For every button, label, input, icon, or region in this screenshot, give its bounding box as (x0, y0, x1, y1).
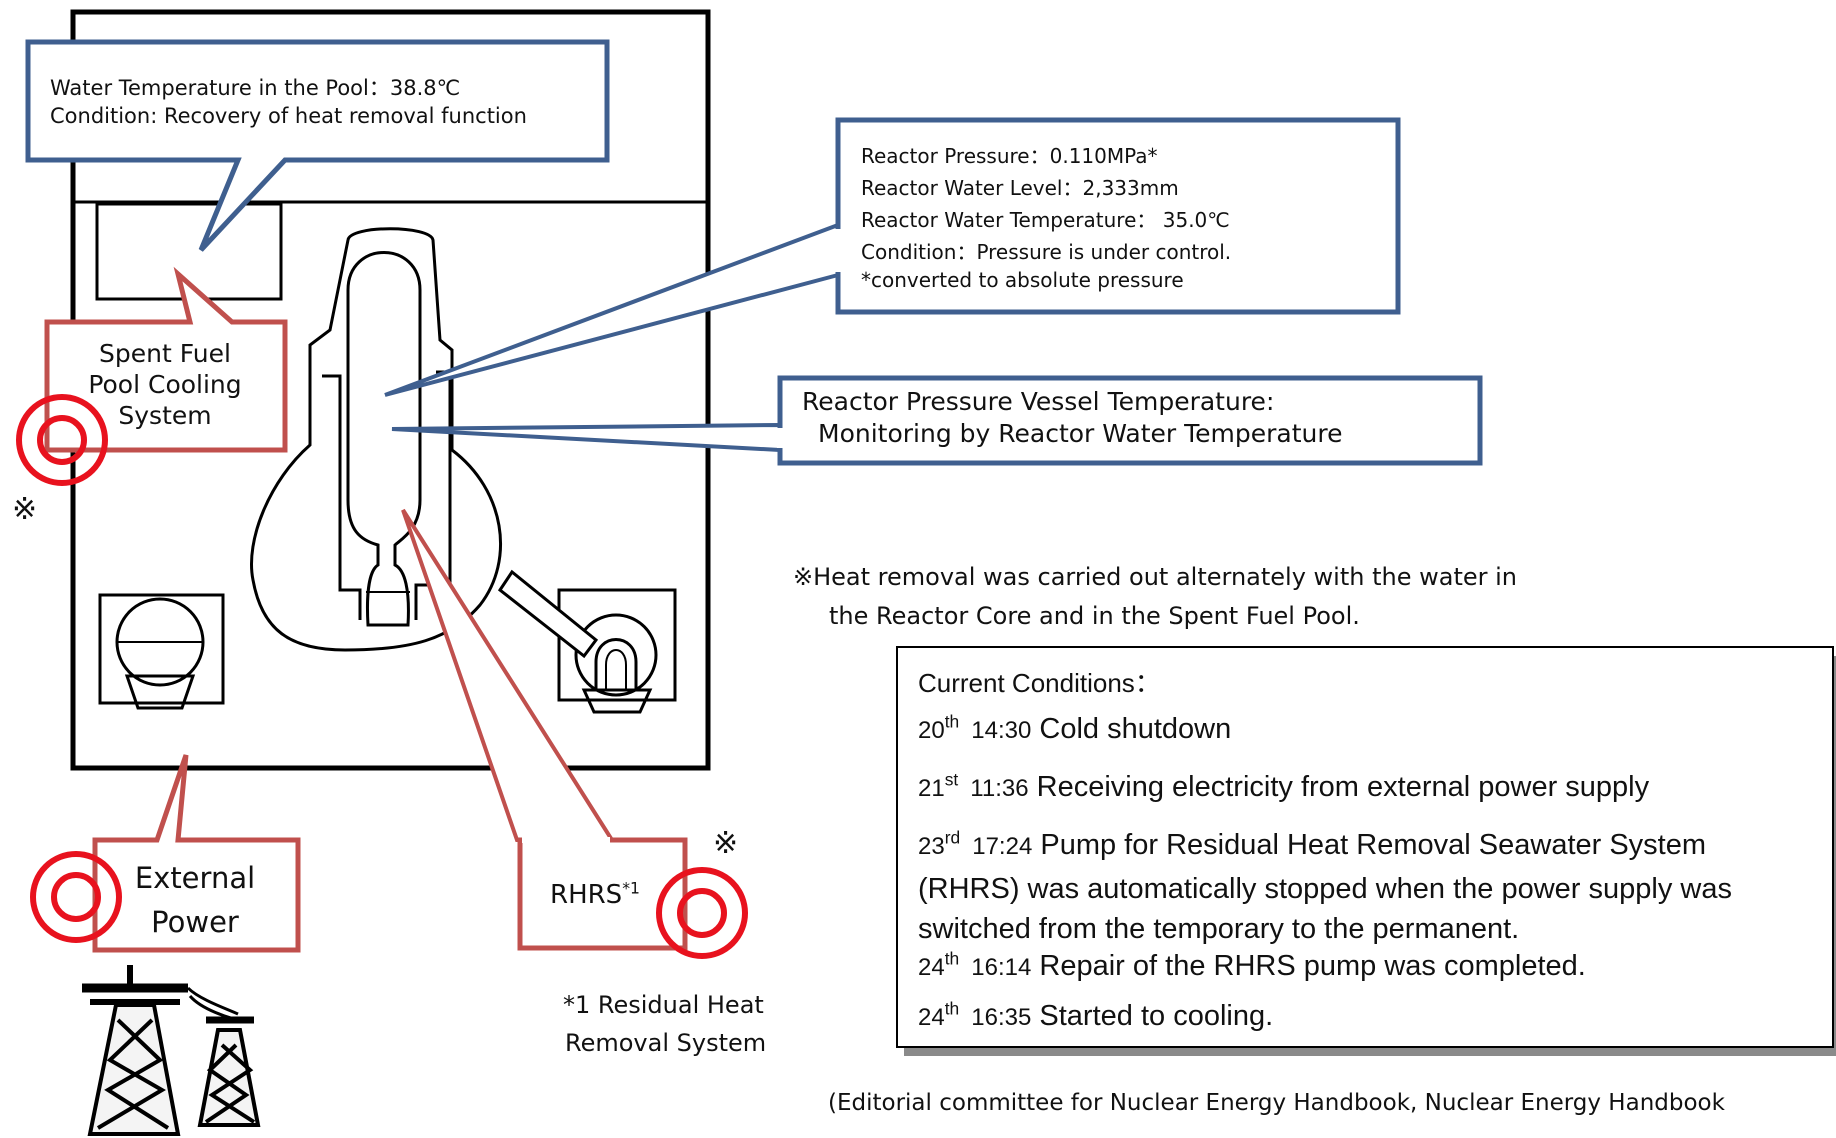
condition-5-day: 24 (918, 1004, 945, 1031)
right-pump-sphere (574, 613, 658, 697)
transmission-tower-icon (82, 965, 261, 1136)
reactor-water-level-text: Reactor Water Level：2,333mm (861, 176, 1179, 200)
condition-3-suffix: rd (944, 827, 961, 848)
condition-item-3: 23rd 17:24 Pump for Residual Heat Remova… (918, 829, 1706, 862)
condition-5-text: Started to cooling. (1039, 1000, 1274, 1032)
condition-2-text: Receiving electricity from external powe… (1036, 771, 1650, 803)
reactor-water-temperature-text: Reactor Water Temperature： 35.0℃ (861, 208, 1230, 232)
sfp-callout-shape (44, 266, 288, 453)
condition-1-day: 20 (918, 717, 945, 744)
condition-1-text: Cold shutdown (1039, 713, 1232, 745)
conditions-box (896, 646, 1834, 1048)
condition-2-time: 11:36 (970, 775, 1029, 802)
external-power-callout-shape (92, 754, 301, 953)
target-mark-rhrs (656, 867, 748, 959)
reactor-callout-box (835, 117, 1401, 315)
right-pump-base (581, 688, 653, 714)
condition-3-continuation-1: (RHRS) was automatically stopped when th… (918, 873, 1732, 905)
sfp-label-line1: Spent Fuel (99, 339, 231, 368)
reactor-pressure-text: Reactor Pressure：0.110MPa* (861, 144, 1158, 168)
condition-3-time: 17:24 (972, 833, 1033, 860)
condition-2-suffix: st (944, 769, 959, 790)
reactor-callout-pointer (384, 222, 840, 397)
sfp-cooling-label: Spent Fuel Pool Cooling System (65, 338, 265, 431)
condition-3-day: 23 (918, 833, 945, 860)
condition-4-day: 24 (918, 954, 945, 981)
condition-4-text: Repair of the RHRS pump was completed. (1039, 950, 1586, 982)
rhrs-label: RHRS*1 (550, 880, 640, 910)
right-pump-arch (594, 638, 638, 690)
sfp-label-line3: System (118, 401, 212, 430)
target-mark-sfp (16, 394, 108, 486)
rhrs-footnote-line1: *1 Residual Heat (563, 991, 764, 1019)
rpv-callout-box (777, 375, 1483, 466)
rpv-temperature-title: Reactor Pressure Vessel Temperature: (802, 387, 1275, 416)
condition-2-day: 21 (918, 775, 945, 802)
condition-item-5: 24th 16:35 Started to cooling. (918, 1000, 1273, 1033)
condition-5-time: 16:35 (971, 1004, 1032, 1031)
sfp-label-line2: Pool Cooling (88, 370, 242, 399)
rhrs-footnote: *1 Residual Heat Removal System (563, 986, 766, 1062)
condition-item-2: 21st 11:36 Receiving electricity from ex… (918, 771, 1649, 804)
note-line2: the Reactor Core and in the Spent Fuel P… (829, 602, 1360, 630)
source-citation: (Editorial committee for Nuclear Energy … (828, 1090, 1725, 1116)
rhrs-label-footnote-mark: *1 (622, 879, 640, 898)
alternate-heat-removal-note: ※Heat removal was carried out alternatel… (793, 558, 1517, 636)
pool-temperature-text: Water Temperature in the Pool：38.8℃ (50, 76, 461, 100)
left-pump-base (124, 674, 196, 710)
external-power-label: External Power (110, 856, 280, 944)
rhrs-label-text: RHRS (550, 880, 623, 910)
note-line1: ※Heat removal was carried out alternatel… (793, 563, 1517, 591)
condition-4-suffix: th (944, 948, 960, 969)
left-pump-sphere (115, 597, 205, 687)
right-pump-housing (557, 588, 677, 702)
condition-item-4: 24th 16:14 Repair of the RHRS pump was c… (918, 950, 1586, 983)
condition-1-suffix: th (944, 711, 960, 732)
condition-3-text: Pump for Residual Heat Removal Seawater … (1040, 829, 1707, 861)
condition-3-continuation-2: switched from the temporary to the perma… (918, 913, 1520, 945)
external-power-line2: Power (151, 905, 239, 939)
condition-5-suffix: th (944, 998, 960, 1019)
rpv-monitoring-text: Monitoring by Reactor Water Temperature (818, 419, 1343, 448)
reference-mark-right: ※ (713, 826, 739, 861)
target-mark-external-power (30, 851, 122, 943)
left-pump-housing (98, 593, 225, 705)
pool-callout-shape (25, 39, 610, 252)
external-power-line1: External (134, 861, 256, 895)
inner-wall-left (322, 374, 362, 620)
rhrs-callout-box (517, 837, 688, 951)
right-pump-arch-inner (605, 649, 627, 690)
right-pump-pipe (497, 569, 599, 659)
condition-4-time: 16:14 (971, 954, 1032, 981)
rhrs-footnote-line2: Removal System (565, 1029, 767, 1057)
primary-containment-vessel (250, 227, 502, 652)
condition-item-1: 20th 14:30 Cold shutdown (918, 713, 1231, 746)
conditions-title: Current Conditions： (918, 668, 1161, 698)
absolute-pressure-note: *converted to absolute pressure (861, 268, 1184, 292)
reference-mark-left: ※ (12, 492, 38, 527)
pool-condition-text: Condition: Recovery of heat removal func… (50, 104, 527, 128)
reactor-pressure-vessel (346, 251, 422, 627)
condition-1-time: 14:30 (971, 717, 1032, 744)
reactor-condition-text: Condition：Pressure is under control. (861, 240, 1232, 264)
